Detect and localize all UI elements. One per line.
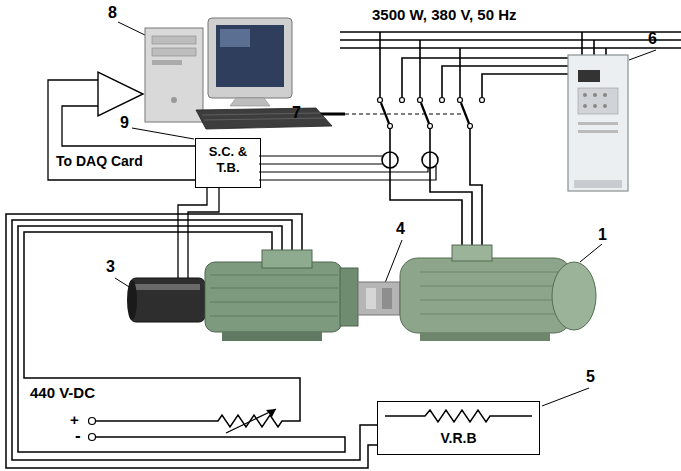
box-label: V.R.B bbox=[382, 430, 535, 447]
callout-number: 1 bbox=[598, 226, 607, 244]
resistor-bank-box: V.R.B bbox=[377, 401, 540, 455]
box-label: S.C. & T.B. bbox=[200, 144, 256, 175]
terminal-box: S.C. & T.B. bbox=[195, 138, 261, 188]
label-text: - bbox=[75, 426, 81, 446]
callout-number: 6 bbox=[648, 30, 657, 48]
callout-number: 7 bbox=[292, 104, 301, 122]
label-text: To DAQ Card bbox=[56, 153, 143, 169]
callout-number: 5 bbox=[586, 368, 595, 386]
callout-number: 4 bbox=[396, 220, 405, 238]
callout-number: 3 bbox=[106, 258, 115, 276]
label-text: + bbox=[70, 411, 79, 428]
label-text: 3500 W, 380 V, 50 Hz bbox=[372, 6, 517, 23]
callout-number: 9 bbox=[120, 114, 129, 132]
callout-number: 8 bbox=[108, 4, 117, 22]
label-text: 440 V-DC bbox=[30, 384, 95, 401]
